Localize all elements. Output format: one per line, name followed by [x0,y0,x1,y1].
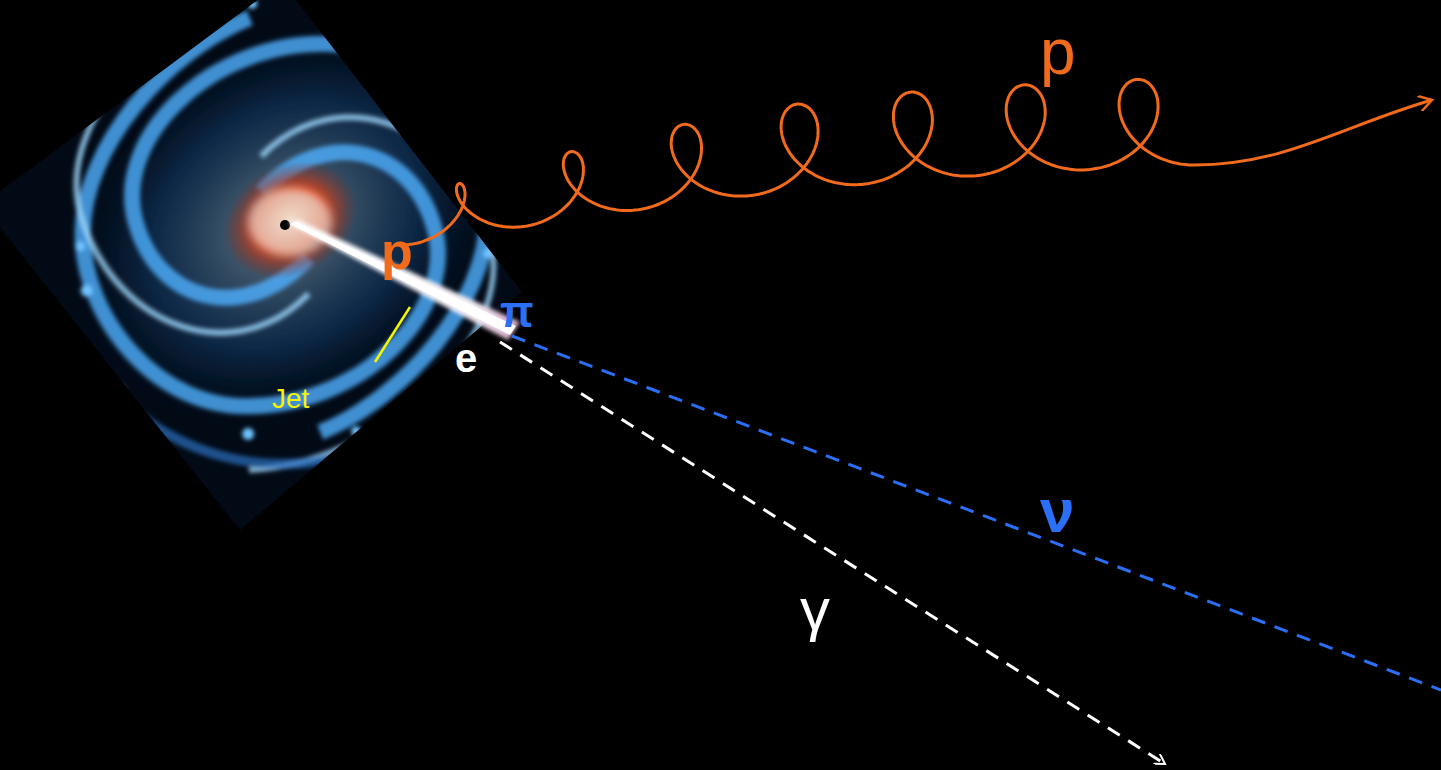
neutrino-path [512,336,1441,690]
proton-path [405,79,1432,245]
particle-label: γ [800,580,830,640]
gamma-path [500,342,1165,764]
particle-label: p [381,225,413,277]
jet-beam [288,220,520,340]
particle-label: e [455,338,477,378]
part-label: Jet [272,385,309,413]
leader-line [375,307,410,362]
particle-label: π [500,290,534,334]
particle-label: ν [1040,480,1074,542]
particle-label: p [1040,20,1076,84]
galaxy-image [0,0,614,552]
